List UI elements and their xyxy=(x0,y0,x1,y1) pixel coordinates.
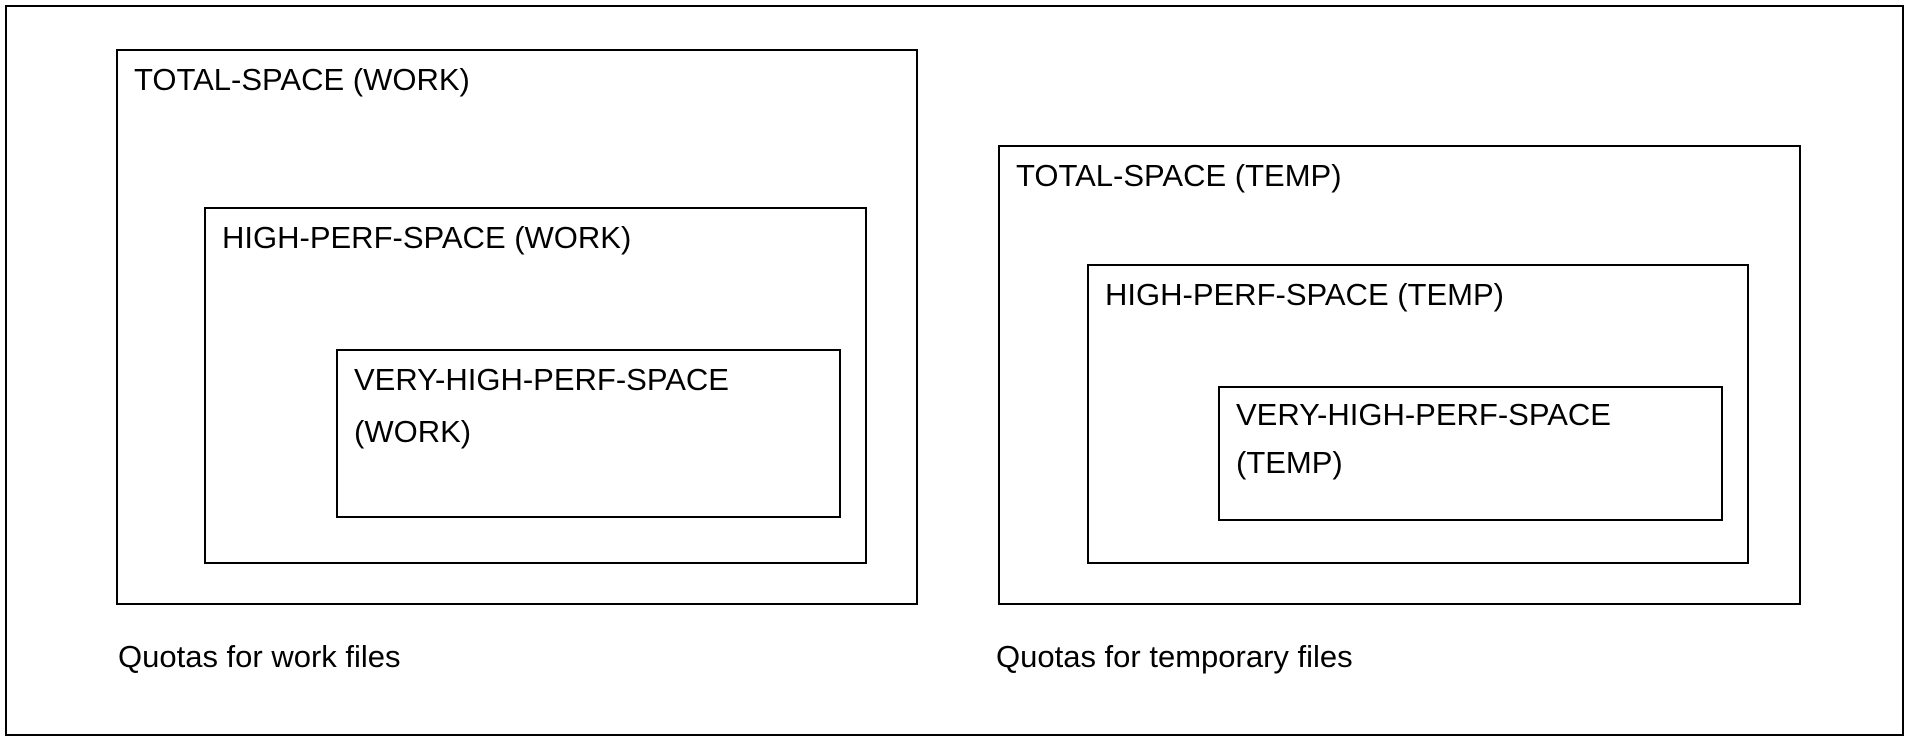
work-very-high-perf-space-label: VERY-HIGH-PERF-SPACE (WORK) xyxy=(354,361,729,451)
temp-high-perf-space-label: HIGH-PERF-SPACE (TEMP) xyxy=(1105,277,1504,312)
temp-total-space-label: TOTAL-SPACE (TEMP) xyxy=(1016,158,1342,193)
work-high-perf-space-label: HIGH-PERF-SPACE (WORK) xyxy=(222,220,632,255)
temp-very-high-line1: VERY-HIGH-PERF-SPACE xyxy=(1236,397,1611,432)
work-very-high-line1: VERY-HIGH-PERF-SPACE xyxy=(354,362,729,397)
work-caption: Quotas for work files xyxy=(118,639,401,674)
temp-caption: Quotas for temporary files xyxy=(996,639,1353,674)
temp-very-high-perf-space-box: VERY-HIGH-PERF-SPACE (TEMP) xyxy=(1218,386,1723,521)
work-very-high-perf-space-box: VERY-HIGH-PERF-SPACE (WORK) xyxy=(336,349,841,518)
work-very-high-line2: (WORK) xyxy=(354,414,472,449)
work-high-perf-space-box: HIGH-PERF-SPACE (WORK) xyxy=(204,207,867,564)
temp-very-high-line2: (TEMP) xyxy=(1236,445,1343,480)
work-total-space-box: TOTAL-SPACE (WORK) xyxy=(116,49,918,605)
diagram-frame xyxy=(5,5,1904,736)
temp-total-space-box: TOTAL-SPACE (TEMP) xyxy=(998,145,1801,605)
temp-very-high-perf-space-label: VERY-HIGH-PERF-SPACE (TEMP) xyxy=(1236,396,1611,482)
work-total-space-label: TOTAL-SPACE (WORK) xyxy=(134,62,470,97)
temp-high-perf-space-box: HIGH-PERF-SPACE (TEMP) xyxy=(1087,264,1749,564)
